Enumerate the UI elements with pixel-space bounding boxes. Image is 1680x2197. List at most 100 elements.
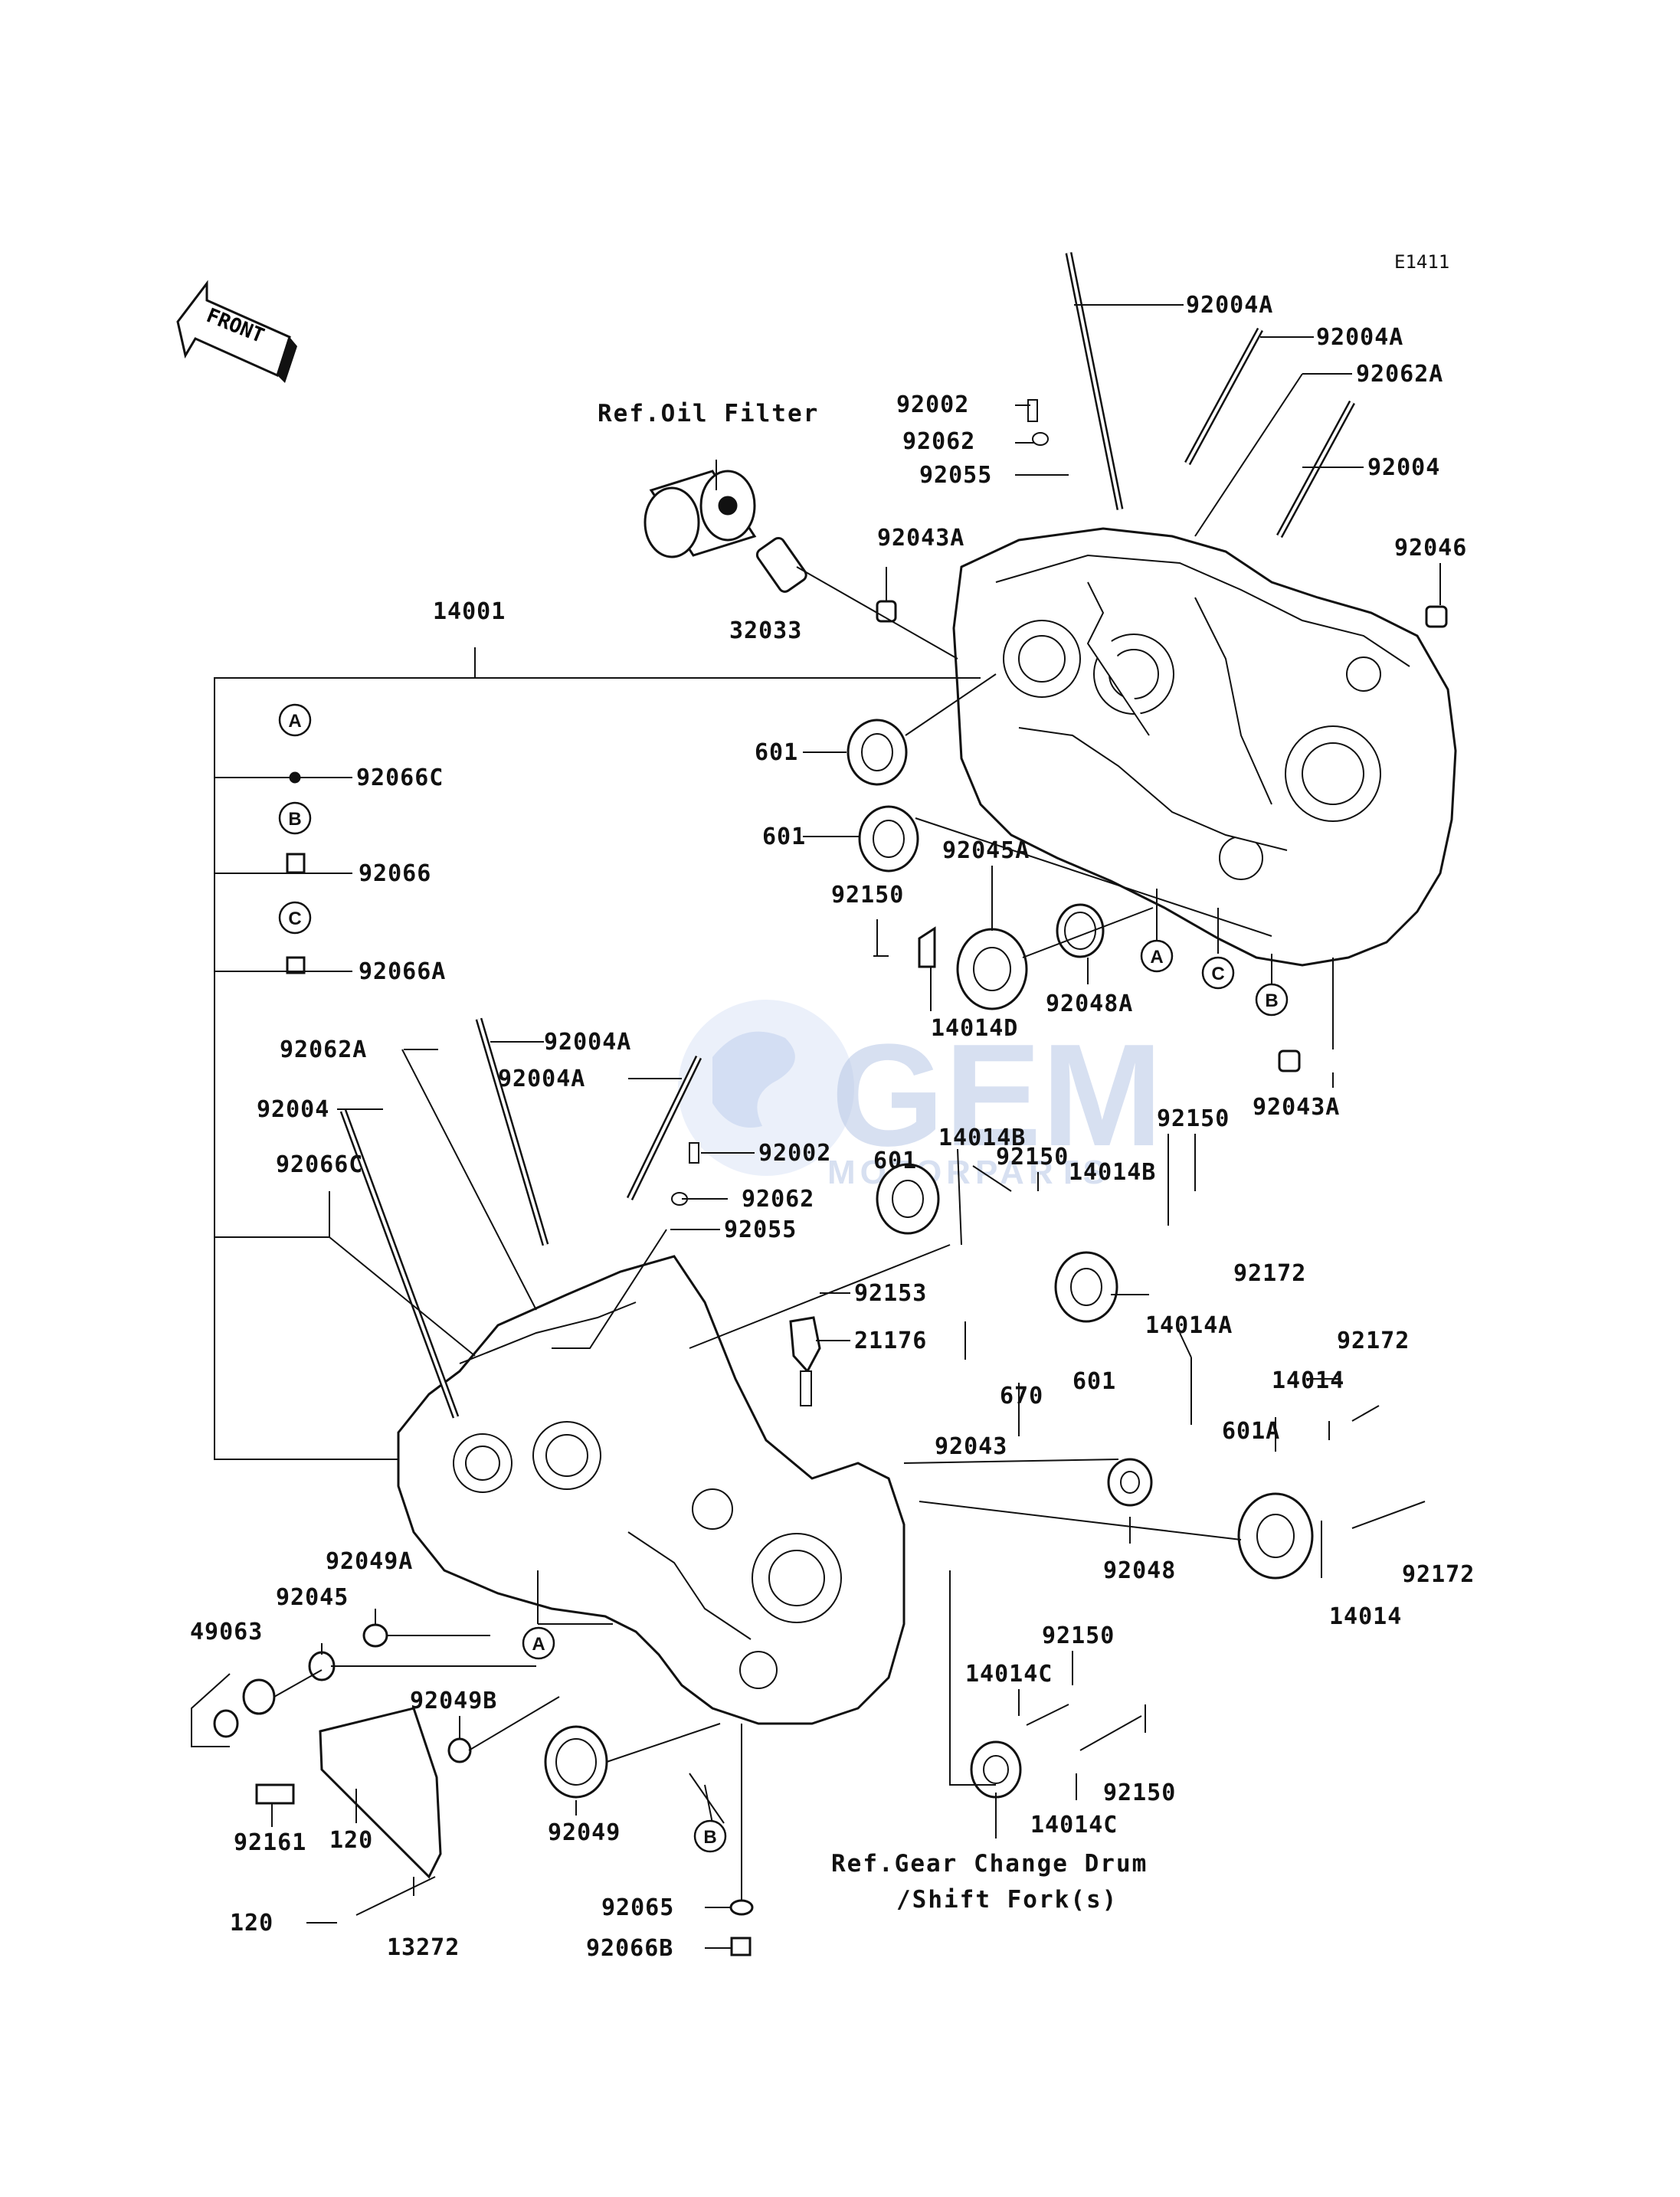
part-label: 92062 xyxy=(902,428,975,455)
part-label: 92172 xyxy=(1402,1561,1475,1588)
part-label: 92043A xyxy=(877,525,964,552)
part-label: 601 xyxy=(873,1148,917,1174)
part-label: 92004A xyxy=(1186,292,1273,319)
callout-b-right: B xyxy=(1255,983,1289,1017)
lower-crankcase-half xyxy=(397,1255,905,1725)
part-label: 670 xyxy=(1000,1383,1043,1410)
part-label: 92049B xyxy=(410,1688,497,1714)
washer-92062-icon xyxy=(1032,432,1049,446)
part-label: 601 xyxy=(762,823,806,850)
part-label: 92045A xyxy=(942,837,1030,864)
diagram-code: E1411 xyxy=(1394,251,1449,273)
plate-14014D-icon xyxy=(918,926,936,968)
dowel-92046-icon xyxy=(1425,605,1448,628)
part-label: 92043A xyxy=(1253,1094,1340,1121)
part-label: 14001 xyxy=(433,598,506,625)
part-label: 92004A xyxy=(498,1066,585,1092)
part-label: 92172 xyxy=(1337,1328,1410,1354)
stud-92004-lower xyxy=(339,1109,460,1419)
stud-92004A-upper-1 xyxy=(1065,252,1124,510)
bolt-92002-lower-icon xyxy=(689,1142,699,1164)
part-label: 92002 xyxy=(758,1140,831,1167)
bearing-601-2-icon xyxy=(858,805,919,873)
part-label: 14014A xyxy=(1145,1312,1233,1339)
part-label: 92153 xyxy=(854,1280,927,1307)
watermark: GEM MOTORPARTS xyxy=(678,1000,1163,1191)
dowel-92043A-2-icon xyxy=(1278,1049,1301,1072)
bearing-601-4-icon xyxy=(1054,1251,1118,1323)
plate-92161-icon xyxy=(255,1783,295,1805)
svg-text:B: B xyxy=(703,1827,716,1848)
part-label: 92150 xyxy=(996,1144,1069,1171)
part-labels: 92004A 92004A 92062A 92004 92002 92062 9… xyxy=(190,292,1475,1962)
part-label: 21176 xyxy=(854,1328,927,1354)
stud-92004A-lower-1 xyxy=(475,1017,549,1246)
seal-49063-icon xyxy=(213,1678,276,1738)
part-label: 92150 xyxy=(1103,1780,1176,1806)
upper-crankcase-half xyxy=(952,527,1457,967)
part-label: 92045 xyxy=(276,1584,349,1611)
part-label: 14014C xyxy=(965,1661,1053,1688)
part-label: 92062A xyxy=(1356,361,1443,388)
part-label: 92004 xyxy=(257,1096,329,1123)
part-label: 120 xyxy=(230,1910,273,1937)
bearing-601-3-icon xyxy=(876,1163,940,1235)
part-label: 92055 xyxy=(919,462,992,489)
callout-a-top: A xyxy=(278,703,312,737)
part-label: 32033 xyxy=(729,617,802,644)
part-label: 14014 xyxy=(1329,1603,1402,1630)
part-label: 92150 xyxy=(1042,1622,1115,1649)
part-label: 49063 xyxy=(190,1619,263,1645)
part-label: 120 xyxy=(329,1827,373,1854)
part-label: 92004A xyxy=(544,1029,631,1056)
part-label: 92049 xyxy=(548,1819,621,1846)
bearing-92045A-icon xyxy=(956,928,1028,1010)
callout-b-lower: B xyxy=(693,1819,727,1853)
bearing-gear-change-icon xyxy=(970,1740,1022,1799)
seal-92049A-icon xyxy=(362,1623,388,1648)
part-label: 92048 xyxy=(1103,1557,1176,1584)
part-label: 92066C xyxy=(356,765,444,791)
part-label: 92066 xyxy=(359,860,431,887)
part-label: 601 xyxy=(755,739,798,766)
stud-92004-upper xyxy=(1276,400,1355,539)
collar-92049B-icon xyxy=(447,1737,472,1763)
sensor-21176-icon xyxy=(789,1316,821,1406)
callout-c-right: C xyxy=(1201,956,1235,990)
callout-b-top: B xyxy=(278,801,312,835)
part-label: 92150 xyxy=(831,882,904,909)
leader-lines xyxy=(191,304,1441,1949)
svg-text:C: C xyxy=(288,909,301,929)
ref-gear-change-line2: /Shift Fork(s) xyxy=(896,1886,1118,1914)
seal-92049-icon xyxy=(544,1725,608,1799)
part-label: 14014D xyxy=(931,1015,1018,1042)
part-label: 13272 xyxy=(387,1934,460,1961)
bearing-601-1-icon xyxy=(847,719,908,786)
svg-text:A: A xyxy=(288,711,301,732)
watermark-sub: MOTORPARTS xyxy=(827,1154,1110,1191)
callout-c-top: C xyxy=(278,901,312,935)
part-label: 92055 xyxy=(724,1216,797,1243)
collar-92048-icon xyxy=(1107,1458,1153,1507)
part-label: 92062A xyxy=(280,1036,367,1063)
part-label: 92065 xyxy=(601,1894,674,1921)
nipple-32033-icon xyxy=(755,536,807,593)
part-label: 92150 xyxy=(1157,1105,1230,1132)
part-label: 92004A xyxy=(1316,324,1403,351)
bearing-601A-icon xyxy=(1237,1492,1314,1580)
part-label: 92048A xyxy=(1046,990,1133,1017)
part-label: 92161 xyxy=(234,1829,306,1856)
plug-92066B-icon xyxy=(730,1937,752,1956)
svg-text:C: C xyxy=(1211,964,1224,984)
part-label: 92002 xyxy=(896,391,969,418)
front-arrow-icon: FRONT xyxy=(176,280,297,383)
oil-filter-icon xyxy=(644,470,757,558)
part-label: 601 xyxy=(1073,1368,1116,1395)
watermark-brand: GEM xyxy=(831,1014,1163,1177)
part-label: 601A xyxy=(1222,1418,1280,1445)
part-label: 14014C xyxy=(1030,1812,1118,1838)
plug-92066A-icon xyxy=(286,956,306,974)
svg-text:B: B xyxy=(1265,990,1278,1011)
svg-text:A: A xyxy=(532,1634,545,1655)
